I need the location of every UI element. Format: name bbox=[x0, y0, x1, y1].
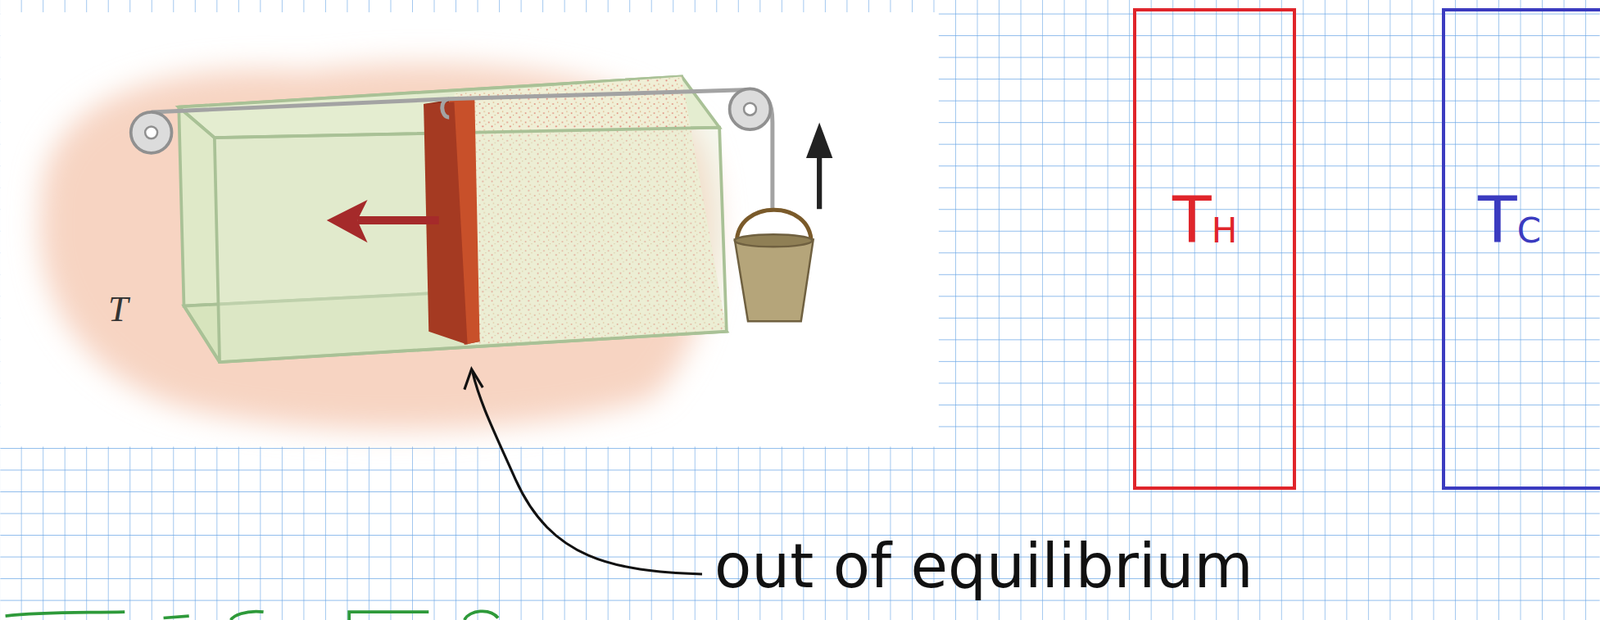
leader-line bbox=[472, 371, 703, 575]
bucket bbox=[734, 209, 814, 322]
bucket-body bbox=[734, 240, 814, 322]
temperature-symbol: T bbox=[108, 288, 128, 331]
green-stroke bbox=[163, 616, 190, 618]
green-stroke bbox=[5, 611, 126, 617]
temperature-label: TH bbox=[1172, 183, 1238, 268]
pulley-rope bbox=[151, 90, 773, 210]
hot-reservoir: TH bbox=[1133, 8, 1297, 490]
leader-arrow bbox=[464, 369, 703, 575]
bucket-rim bbox=[734, 234, 813, 247]
piston-arrow bbox=[326, 199, 440, 243]
illustration-panel bbox=[0, 12, 939, 447]
rope bbox=[151, 90, 773, 210]
temperature-label: TC bbox=[1477, 183, 1542, 268]
arrow-head bbox=[326, 199, 368, 243]
pulley-left bbox=[131, 112, 173, 154]
pulley-right-hub bbox=[743, 103, 757, 116]
leader-head bbox=[464, 369, 483, 390]
pulley-left-hub bbox=[145, 126, 158, 139]
handwritten-note: out of equilibrium bbox=[714, 530, 1254, 602]
green-stroke bbox=[464, 611, 499, 620]
cylinder-box bbox=[178, 76, 727, 363]
up-arrow bbox=[806, 122, 833, 209]
arrow-shaft bbox=[357, 216, 440, 225]
cut-off-writing bbox=[5, 611, 499, 620]
pulley-right bbox=[729, 88, 771, 130]
green-stroke bbox=[231, 611, 264, 620]
box-edge bbox=[183, 306, 220, 363]
cold-reservoir: TC bbox=[1441, 8, 1600, 490]
green-stroke bbox=[349, 611, 429, 620]
arrow-head bbox=[806, 122, 833, 159]
arrow-shaft bbox=[816, 153, 822, 209]
